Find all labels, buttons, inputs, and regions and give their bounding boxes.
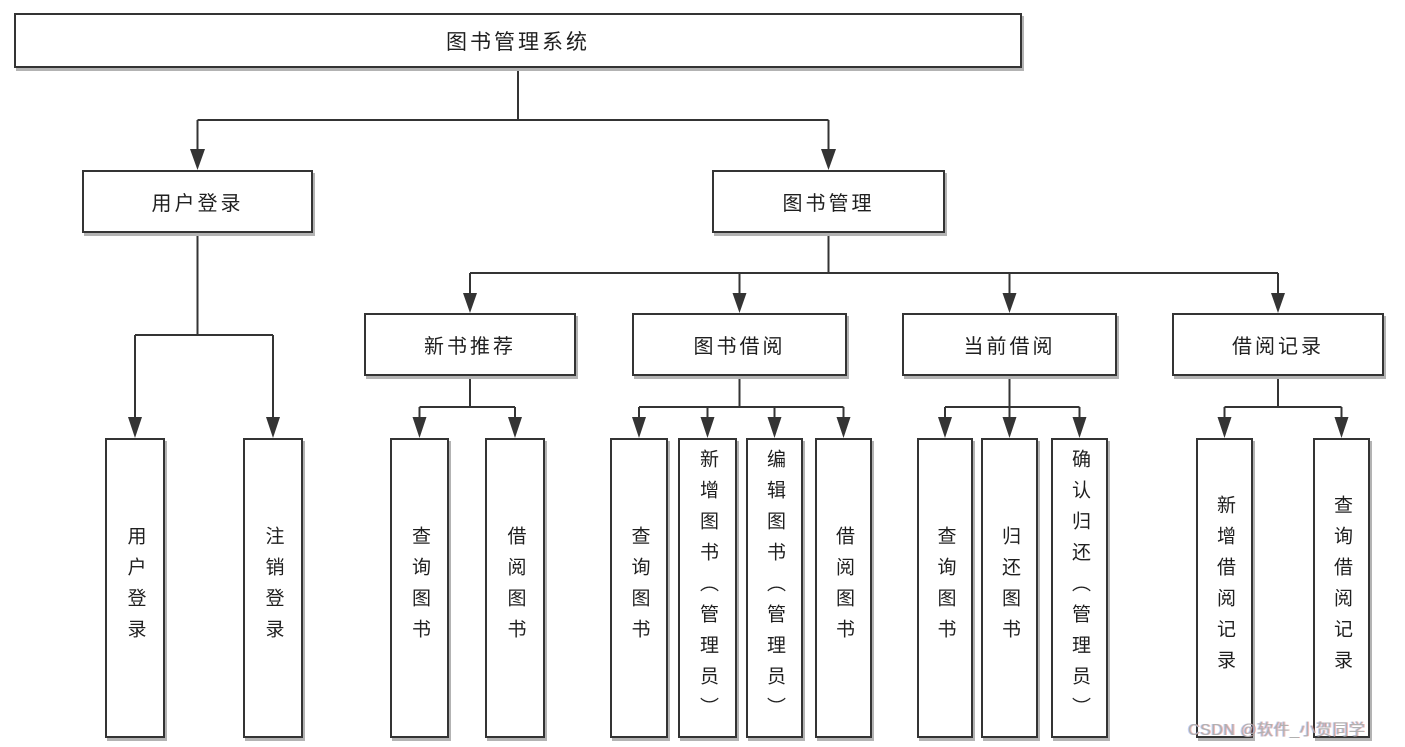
node-label: 图书管理系统 — [446, 30, 590, 54]
node-book-borrow: 图书借阅 — [632, 313, 847, 376]
leaf-label: 新增借阅记录 — [1214, 495, 1235, 681]
connector-userlogin-to-leaves — [128, 233, 280, 438]
leaf-confirm-return-admin: 确认归还（管理员） — [1051, 438, 1108, 738]
leaf-label: 借阅图书 — [833, 526, 854, 650]
leaf-label: 归还图书 — [999, 526, 1020, 650]
node-new-book-recommend: 新书推荐 — [364, 313, 576, 376]
node-user-login: 用户登录 — [82, 170, 313, 233]
leaf-label: 编辑图书（管理员） — [764, 448, 785, 728]
leaf-user-login: 用户登录 — [105, 438, 165, 738]
leaf-borrow-books-recommend: 借阅图书 — [485, 438, 545, 738]
node-label: 图书借阅 — [693, 336, 786, 358]
leaf-add-books-admin: 新增图书（管理员） — [678, 438, 737, 738]
leaf-label: 新增图书（管理员） — [697, 448, 718, 728]
leaf-label: 查询图书 — [409, 526, 430, 650]
leaf-label: 确认归还（管理员） — [1069, 448, 1090, 728]
leaf-query-borrow-record: 查询借阅记录 — [1313, 438, 1370, 738]
leaf-label: 用户登录 — [124, 526, 146, 650]
node-label: 新书推荐 — [424, 336, 516, 358]
leaf-label: 查询图书 — [934, 526, 956, 650]
connector-bookmgmt-to-level3 — [463, 233, 1285, 313]
node-label: 借阅记录 — [1232, 336, 1324, 358]
node-label: 用户登录 — [151, 193, 244, 215]
leaf-logout: 注销登录 — [243, 438, 303, 738]
csdn-watermark: CSDN @软件_小贺同学 — [1188, 722, 1366, 739]
node-library-system: 图书管理系统 — [14, 13, 1022, 68]
connector-newbooks-to-leaves — [412, 376, 522, 438]
leaf-return-books: 归还图书 — [981, 438, 1038, 738]
node-label: 当前借阅 — [963, 336, 1056, 358]
leaf-borrow-books: 借阅图书 — [815, 438, 872, 738]
leaf-label: 借阅图书 — [504, 526, 526, 650]
leaf-label: 查询借阅记录 — [1331, 495, 1352, 681]
connector-current-to-leaves — [938, 376, 1087, 438]
node-current-borrow: 当前借阅 — [902, 313, 1117, 376]
node-borrow-records: 借阅记录 — [1172, 313, 1384, 376]
leaf-label: 查询图书 — [628, 526, 650, 650]
leaf-query-books-borrow: 查询图书 — [610, 438, 668, 738]
node-book-management: 图书管理 — [712, 170, 945, 233]
leaf-query-books-current: 查询图书 — [917, 438, 973, 738]
connector-records-to-leaves — [1217, 376, 1349, 438]
node-label: 图书管理 — [782, 193, 875, 215]
connector-borrow-to-leaves — [632, 376, 851, 438]
leaf-edit-books-admin: 编辑图书（管理员） — [746, 438, 803, 738]
leaf-add-borrow-record: 新增借阅记录 — [1196, 438, 1253, 738]
leaf-label: 注销登录 — [262, 526, 284, 650]
connector-root-to-level2 — [190, 68, 836, 170]
leaf-query-books-recommend: 查询图书 — [390, 438, 449, 738]
